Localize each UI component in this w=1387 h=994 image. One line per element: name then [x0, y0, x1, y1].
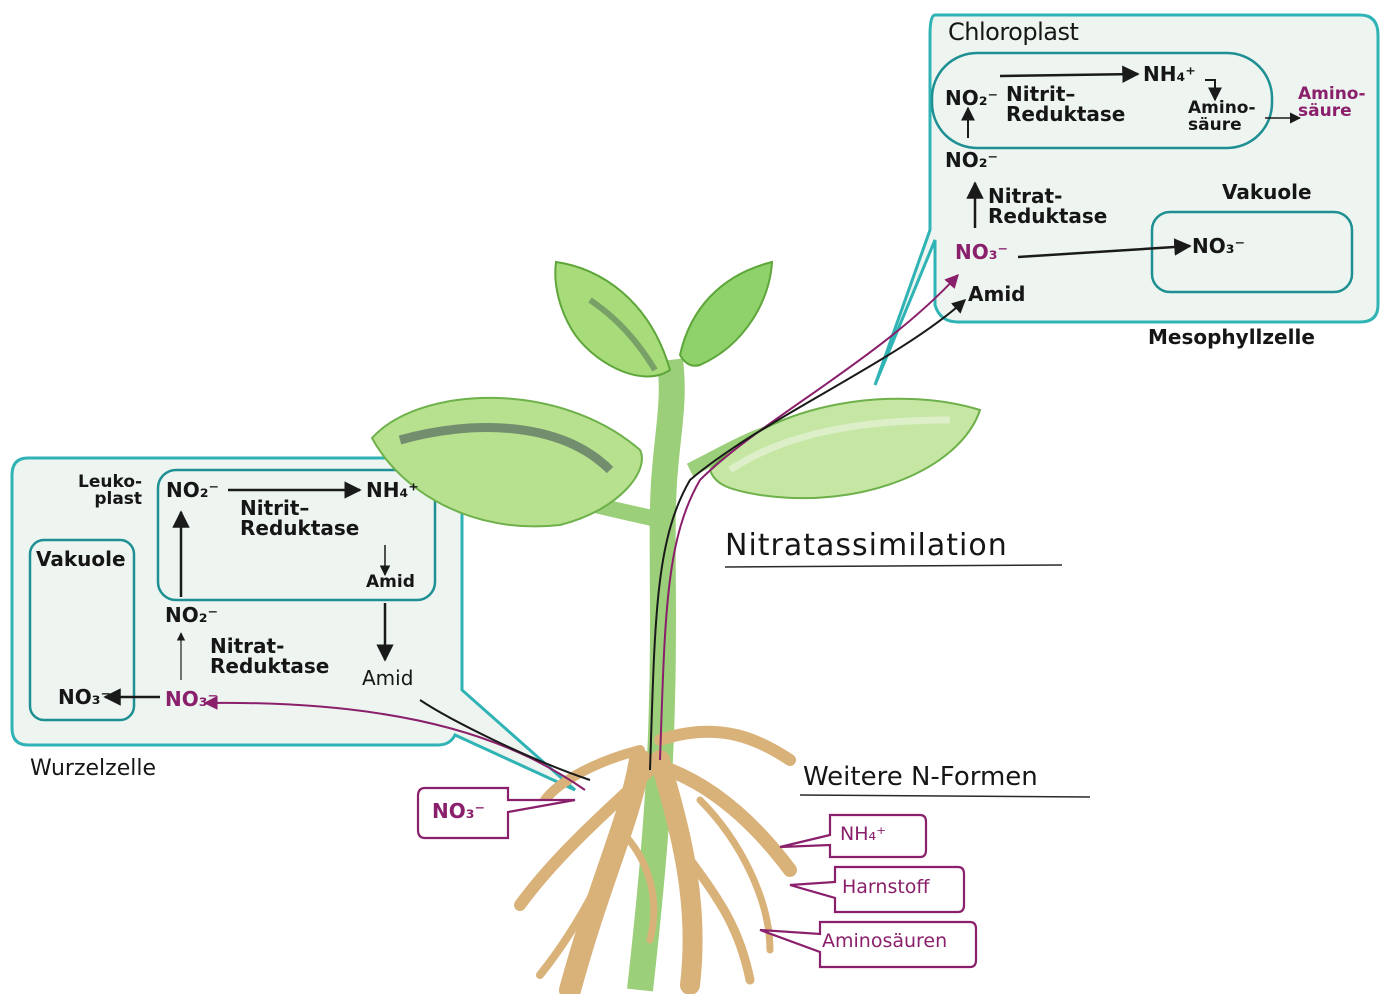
plant — [370, 260, 982, 992]
leukoplast-box — [156, 468, 437, 602]
mesophyll-cyto-no3: NO₃⁻ — [955, 240, 1009, 264]
chloroplast-no2: NO₂⁻ — [945, 86, 999, 110]
leukoplast-label: Leuko- plast — [78, 472, 143, 509]
soil-no3-tag: NO₃⁻ — [432, 799, 486, 823]
wurzel-nitrat-reduktase: Nitrat- Reduktase — [210, 634, 330, 678]
tag-harnstoff: Harnstoff — [842, 876, 930, 898]
wurzel-vakuole-no3: NO₃⁻ — [58, 685, 112, 709]
mesophyll-aminosaeure-inner: Amino- säure — [1188, 98, 1256, 135]
mesophyll-nitrat-reduktase: Nitrat- Reduktase — [988, 184, 1108, 228]
chloroplast-label: Chloroplast — [948, 18, 1079, 46]
mesophyll-cyto-no2: NO₂⁻ — [945, 148, 999, 172]
leukoplast-no2: NO₂⁻ — [166, 478, 220, 502]
wurzel-cyto-no2: NO₂⁻ — [165, 603, 219, 627]
wurzel-caption: Wurzelzelle — [30, 756, 156, 781]
stem-transport-pink — [659, 273, 959, 761]
mesophyll-nitrit-reduktase: Nitrit– Reduktase — [1006, 82, 1126, 126]
mesophyll-vakuole-no3: NO₃⁻ — [1192, 234, 1246, 258]
wurzel-cyto-no3: NO₃⁻ — [165, 687, 219, 711]
tag-nh4: NH₄⁺ — [840, 823, 887, 845]
soil-tags — [416, 786, 978, 969]
mesophyll-aminosaeure-outer: Amino- säure — [1298, 84, 1366, 121]
tag-aminosaeuren: Aminosäuren — [822, 930, 948, 952]
vakuole-box-mesophyll — [1150, 210, 1354, 294]
mesophyll-amid: Amid — [968, 282, 1026, 306]
weitere-n-formen-title: Weitere N-Formen — [803, 762, 1038, 792]
mesophyll-nh4: NH₄⁺ — [1143, 62, 1196, 86]
diagram-title: Nitratassimilation — [725, 528, 1008, 563]
leaf-top-right — [678, 260, 774, 367]
mesophyll-cell — [873, 13, 1380, 386]
stem-transport-black — [649, 299, 967, 771]
mesophyll-vakuole-label: Vakuole — [1222, 180, 1312, 204]
leaf-right — [708, 397, 982, 500]
roots — [514, 725, 797, 994]
wurzel-cell — [10, 456, 576, 792]
no3-transport-line — [203, 695, 586, 791]
vakuole-box-wurzel — [28, 538, 136, 722]
wurzel-amid-inner: Amid — [366, 572, 415, 592]
amid-transport-line — [419, 699, 591, 781]
mesophyll-caption: Mesophyllzelle — [1148, 325, 1315, 349]
wurzel-nitrit-reduktase: Nitrit– Reduktase — [240, 496, 360, 540]
wurzel-amid-outer: Amid — [362, 666, 414, 690]
wurzel-vakuole-label: Vakuole — [36, 547, 126, 571]
wurzel-nh4: NH₄⁺ — [366, 478, 419, 502]
